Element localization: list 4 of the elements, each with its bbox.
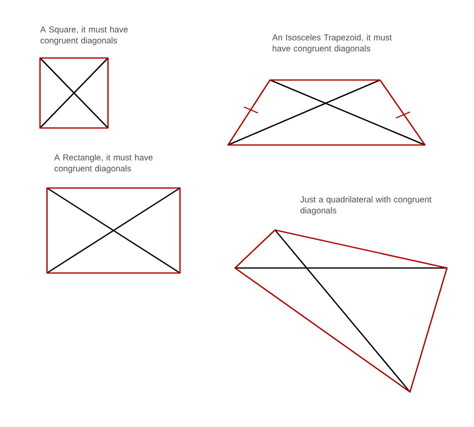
shape-caption: Just a quadrilateral with congruent diagonals [300, 196, 432, 216]
shape-caption: A Rectangle, it must have congruent diagonals [54, 154, 153, 174]
shape-caption: A Square, it must have congruent diagonals [40, 26, 128, 46]
shape-caption: An Isosceles Trapezoid, it must have congruent diagonals [272, 34, 392, 54]
